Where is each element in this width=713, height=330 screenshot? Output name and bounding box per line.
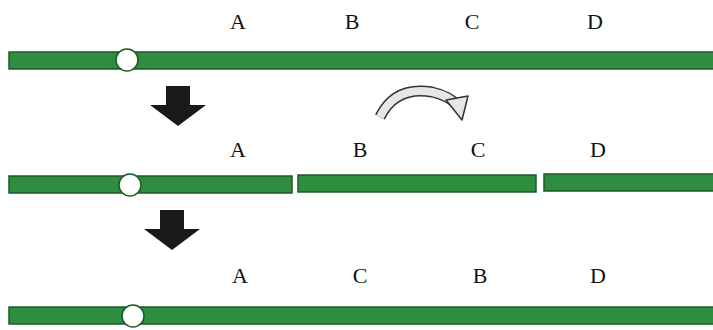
gene-label: D: [590, 139, 606, 161]
gene-label: D: [590, 265, 606, 287]
gene-label: A: [230, 11, 246, 33]
gene-label: B: [345, 11, 360, 33]
gene-label: D: [587, 11, 603, 33]
gene-label: A: [232, 265, 248, 287]
gene-label: C: [471, 139, 486, 161]
gene-label: B: [473, 265, 488, 287]
gene-label: C: [465, 11, 480, 33]
gene-label: A: [230, 139, 246, 161]
chromosome-segment: [298, 175, 536, 192]
centromere: [122, 305, 144, 327]
down-arrow: [150, 86, 206, 126]
chromosome-segment: [544, 174, 713, 191]
centromere: [116, 49, 138, 71]
centromere: [119, 174, 141, 196]
chromosome-bar: [9, 307, 713, 324]
chromosome-bar: [9, 52, 713, 69]
gene-label: B: [353, 139, 368, 161]
down-arrow: [144, 210, 200, 250]
inversion-arrow: [380, 91, 468, 120]
chromosome-segment: [9, 176, 292, 193]
gene-label: C: [353, 265, 368, 287]
